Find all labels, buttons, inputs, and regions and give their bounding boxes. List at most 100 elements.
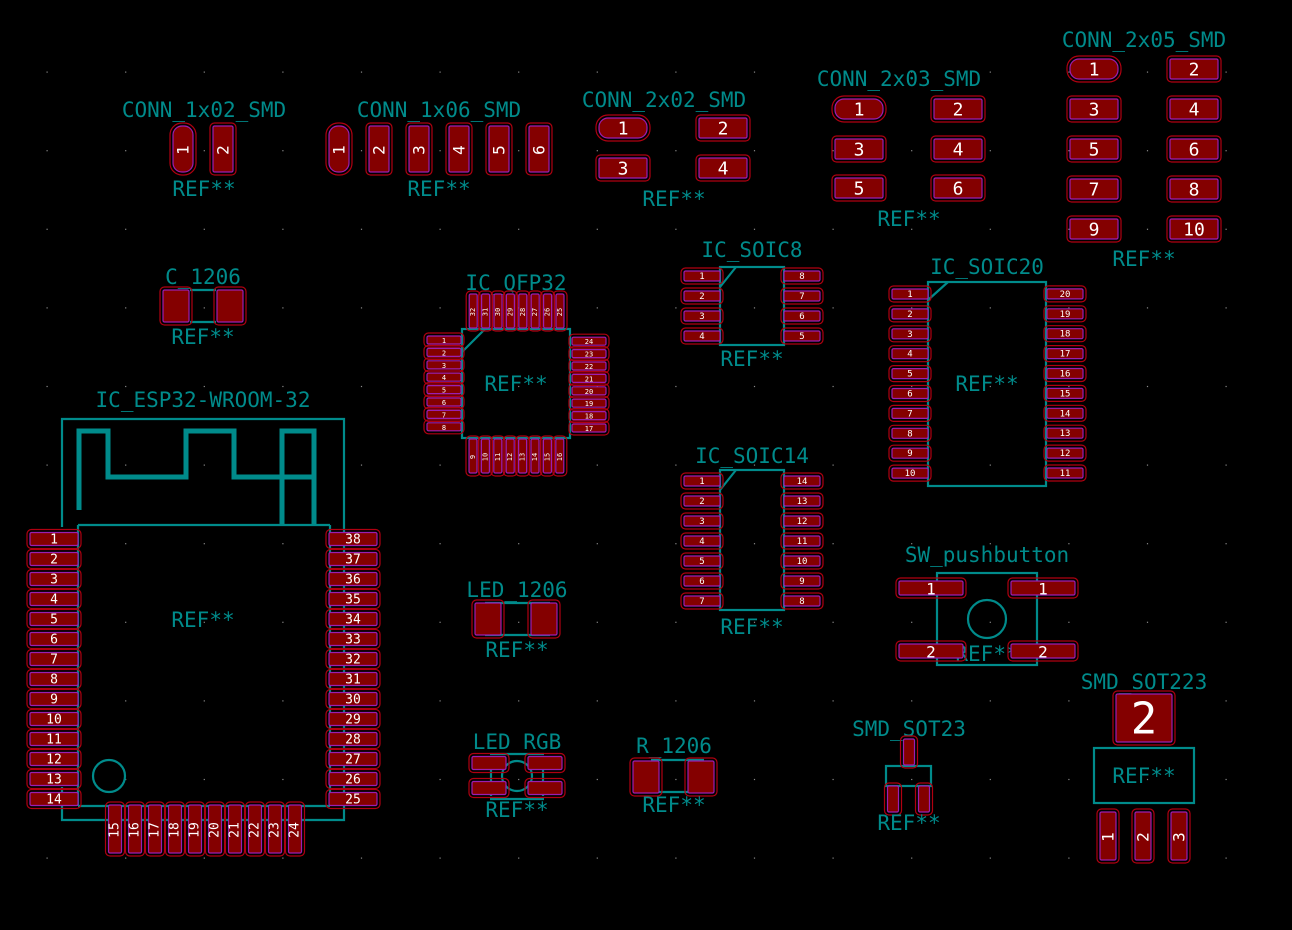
pad[interactable]: 9 — [1066, 215, 1122, 243]
pad[interactable]: 2 — [680, 287, 724, 305]
pad[interactable]: 14 — [780, 472, 824, 490]
pad[interactable] — [524, 777, 566, 799]
pad[interactable]: 20 — [1043, 285, 1087, 303]
pad[interactable]: 38 — [325, 528, 381, 550]
pad[interactable]: 23 — [264, 801, 286, 857]
pad[interactable]: 12 — [26, 748, 82, 770]
pad[interactable]: 8 — [1166, 175, 1222, 203]
pad[interactable]: 27 — [527, 290, 543, 332]
pad[interactable]: 29 — [325, 708, 381, 730]
pad[interactable]: 19 — [1043, 305, 1087, 323]
pad[interactable]: 15 — [1043, 384, 1087, 402]
pad[interactable]: 17 — [568, 420, 610, 436]
pad[interactable]: 19 — [568, 395, 610, 411]
pad[interactable] — [213, 286, 247, 326]
pad[interactable]: 2 — [26, 548, 82, 570]
pad[interactable]: 8 — [26, 668, 82, 690]
pad[interactable]: 2 — [888, 305, 932, 323]
pad[interactable]: 2 — [209, 122, 237, 176]
pad[interactable]: 20 — [568, 383, 610, 399]
pad[interactable]: 17 — [1043, 345, 1087, 363]
pad[interactable]: 16 — [1043, 364, 1087, 383]
pad[interactable]: 1 — [1007, 577, 1079, 599]
pad[interactable]: 18 — [1043, 325, 1087, 343]
pad[interactable]: 13 — [1043, 424, 1087, 442]
pad[interactable]: 31 — [478, 290, 494, 332]
pad[interactable]: 2 — [695, 114, 751, 142]
pad[interactable]: 8 — [780, 267, 824, 285]
pad[interactable]: 9 — [26, 688, 82, 710]
pad[interactable]: 3 — [680, 307, 724, 325]
pad[interactable]: 29 — [502, 290, 518, 332]
pad[interactable]: 32 — [325, 648, 381, 670]
pad[interactable]: 5 — [485, 122, 513, 176]
pad[interactable]: 4 — [445, 122, 473, 176]
pad[interactable]: 20 — [204, 801, 226, 857]
pad[interactable]: 24 — [284, 801, 306, 857]
pad[interactable]: 13 — [514, 435, 531, 477]
pad[interactable]: 5 — [831, 174, 887, 202]
pad[interactable]: 4 — [26, 588, 82, 610]
pad[interactable]: 14 — [1043, 404, 1087, 422]
pad[interactable]: 17 — [144, 801, 166, 857]
pad[interactable]: 13 — [26, 768, 82, 790]
pad[interactable]: 32 — [465, 290, 481, 332]
pad[interactable]: 4 — [695, 154, 751, 182]
pad[interactable]: 8 — [780, 592, 824, 610]
pad[interactable]: 15 — [104, 801, 126, 857]
pad[interactable]: 8 — [423, 419, 465, 435]
pad[interactable]: 16 — [124, 801, 146, 857]
pad[interactable]: 2 — [895, 640, 967, 662]
pad[interactable]: 1 — [895, 577, 967, 599]
pad[interactable]: 4 — [423, 369, 465, 385]
pad[interactable]: 12 — [502, 435, 518, 477]
pad[interactable]: 3 — [26, 568, 82, 590]
pad[interactable] — [471, 599, 505, 639]
pad[interactable]: 1 — [26, 528, 82, 550]
pad[interactable]: 7 — [888, 404, 932, 422]
pad[interactable]: 10 — [26, 708, 82, 730]
pad[interactable]: 1 — [325, 122, 353, 176]
pad[interactable]: 1 — [1096, 808, 1120, 864]
pad[interactable]: 26 — [325, 768, 381, 790]
pad[interactable]: 4 — [680, 532, 724, 550]
pad[interactable]: 6 — [26, 628, 82, 650]
pad[interactable]: 8 — [888, 424, 932, 442]
pad[interactable] — [468, 777, 510, 799]
pad[interactable]: 7 — [1066, 175, 1122, 203]
pad[interactable]: 14 — [527, 435, 543, 477]
pad[interactable]: 7 — [780, 287, 824, 305]
pad[interactable]: 1 — [423, 332, 465, 348]
pad[interactable]: 7 — [423, 406, 465, 422]
pad[interactable] — [883, 782, 903, 816]
pad[interactable]: 6 — [680, 572, 724, 590]
pad[interactable]: 5 — [26, 608, 82, 630]
pad[interactable]: 21 — [568, 370, 610, 386]
pad[interactable]: 18 — [568, 408, 610, 424]
pad[interactable]: 6 — [930, 174, 986, 202]
pad[interactable]: 11 — [780, 532, 824, 550]
pad[interactable]: 6 — [525, 122, 553, 176]
pad[interactable] — [468, 752, 510, 774]
pad[interactable]: 28 — [325, 728, 381, 750]
pad[interactable]: 2 — [680, 492, 724, 510]
pad[interactable]: 1 — [680, 472, 724, 490]
pad[interactable]: 35 — [325, 588, 381, 610]
pad[interactable]: 3 — [423, 357, 465, 373]
pad[interactable]: 9 — [465, 435, 481, 477]
pad[interactable]: 14 — [26, 788, 82, 810]
pad[interactable]: 2 — [1131, 808, 1155, 864]
pad[interactable]: 3 — [405, 122, 433, 176]
pad[interactable]: 34 — [325, 608, 381, 630]
pad[interactable] — [159, 286, 193, 326]
